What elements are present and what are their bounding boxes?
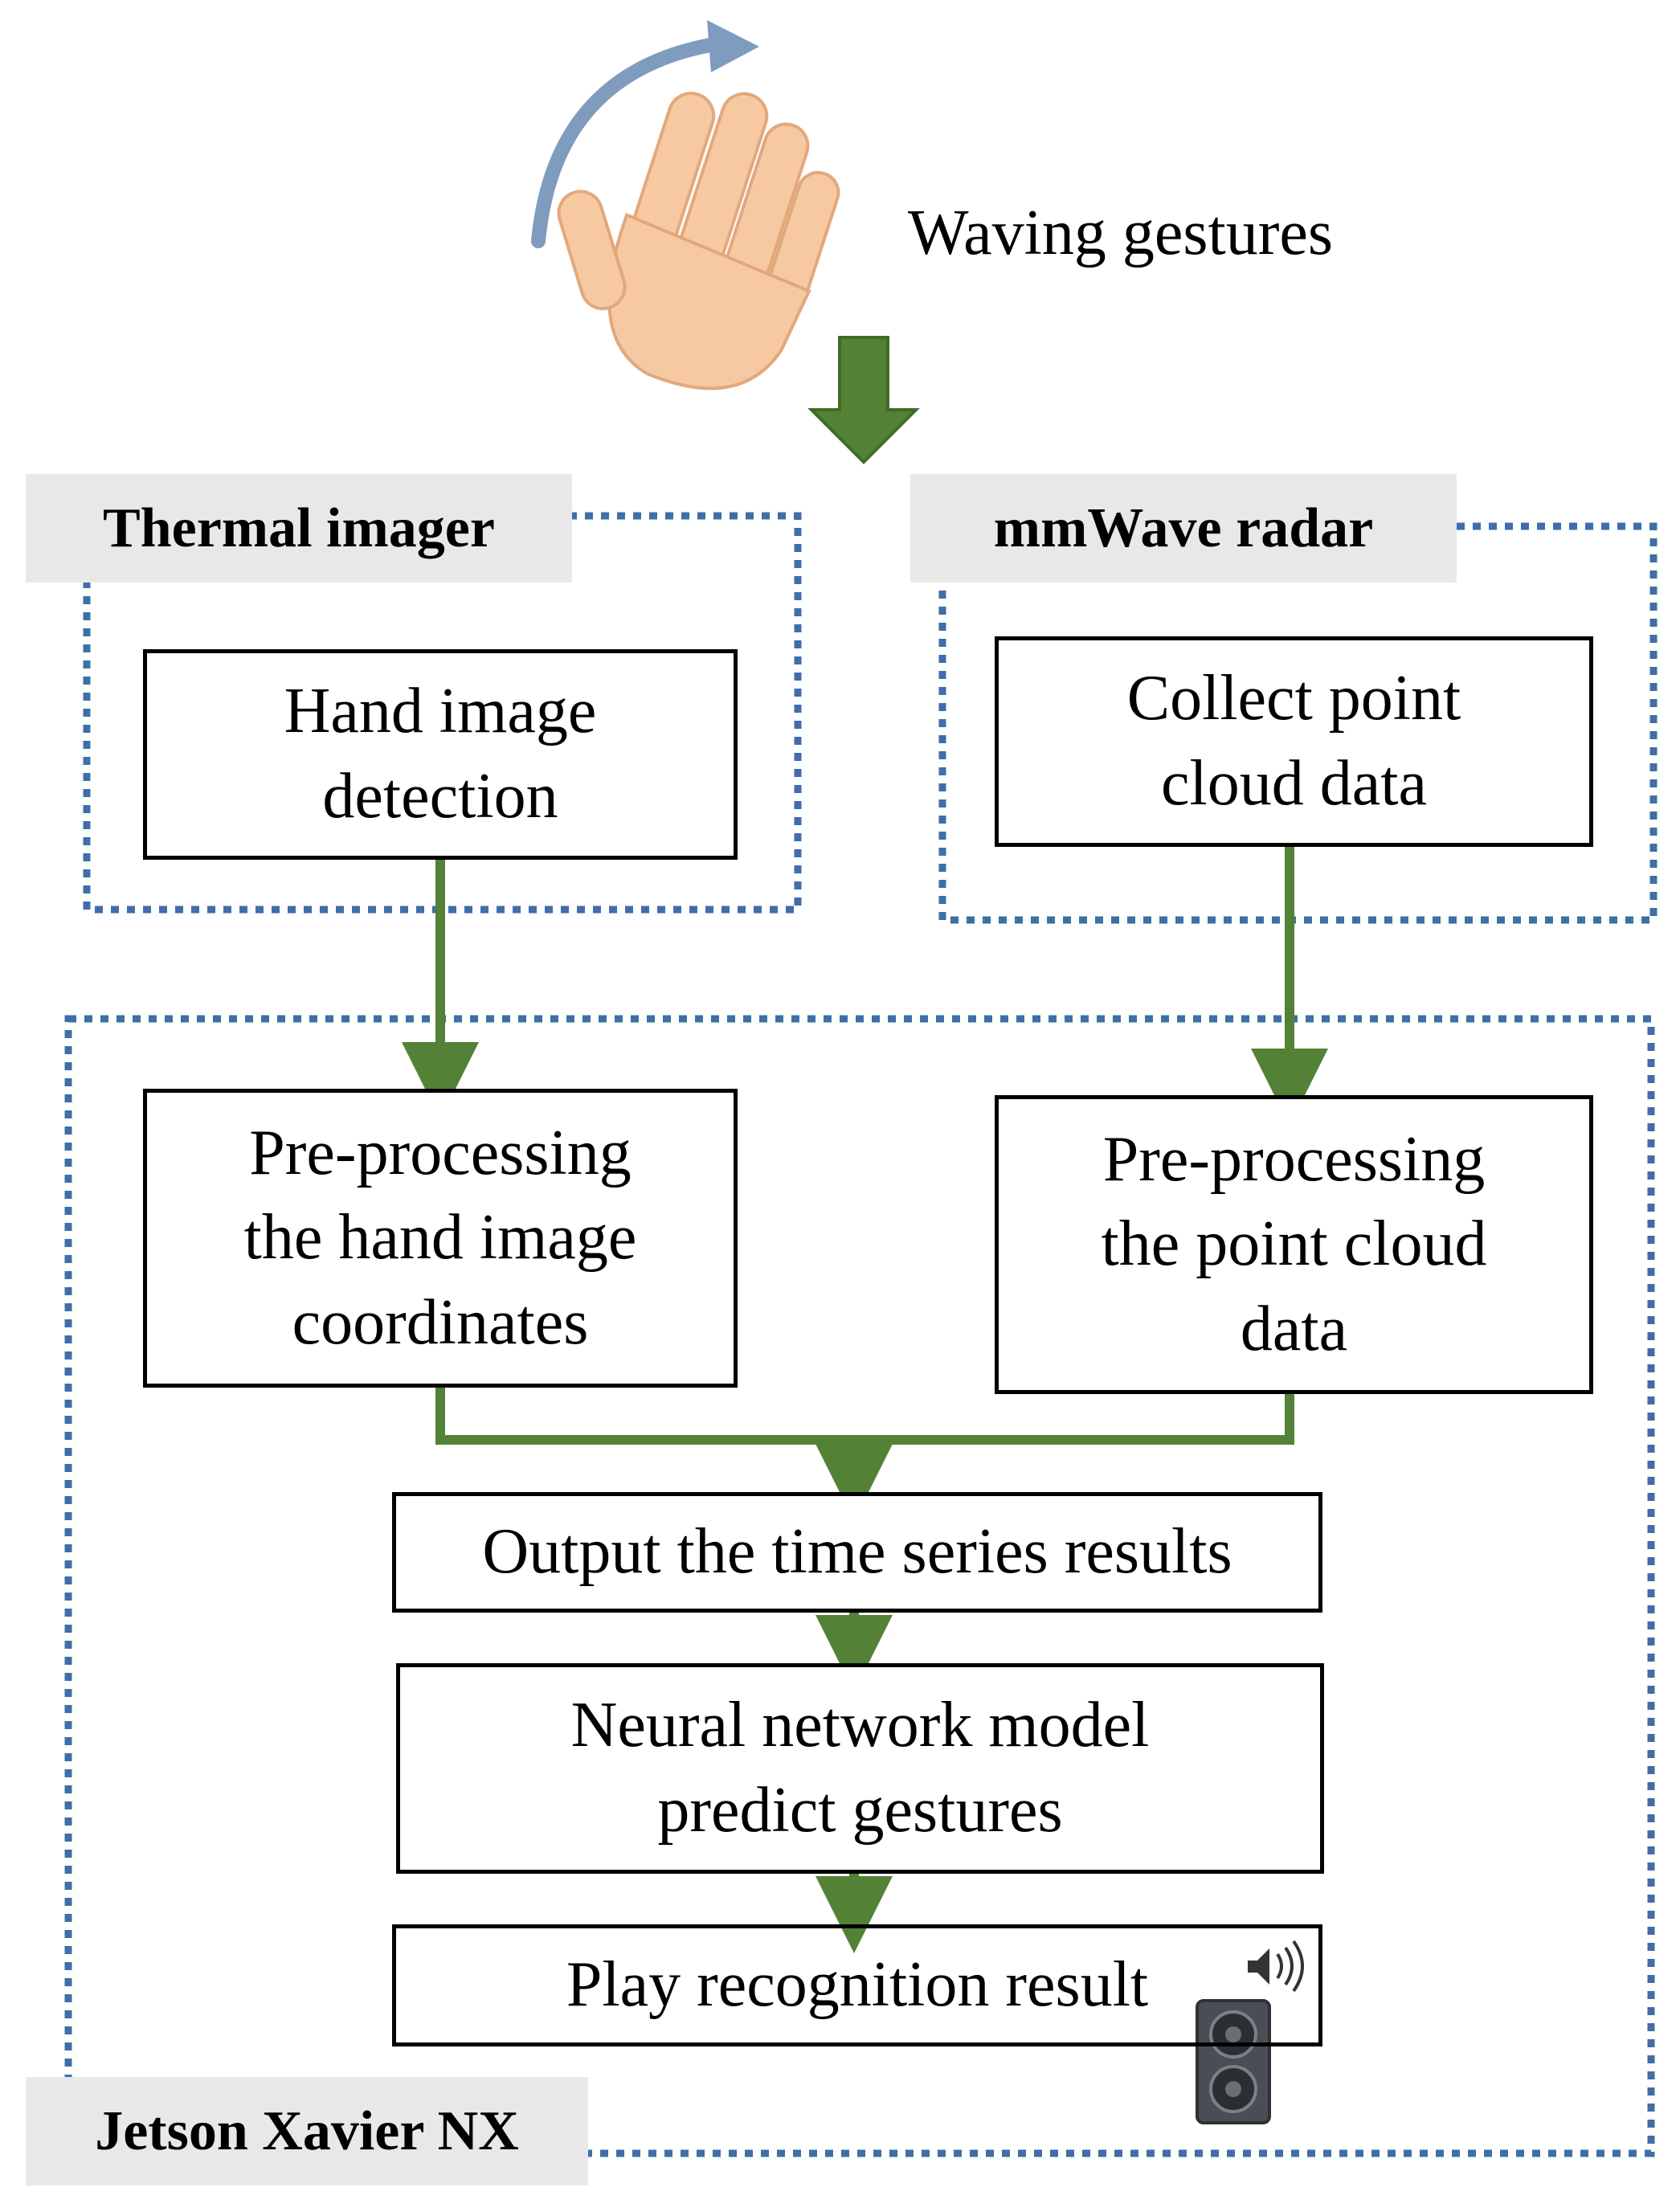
motion-arc-icon xyxy=(531,37,722,248)
neural-network-box: Neural network model predict gestures xyxy=(396,1663,1324,1874)
output-time-series-box: Output the time series results xyxy=(392,1492,1322,1613)
preprocess-hand-box: Pre-processing the hand image coordinate… xyxy=(143,1089,738,1388)
preprocess-hand-text: Pre-processing the hand image coordinate… xyxy=(243,1117,637,1358)
collect-point-cloud-box: Collect point cloud data xyxy=(995,636,1593,847)
play-recognition-box: Play recognition result xyxy=(392,1924,1322,2046)
jetson-group-border xyxy=(64,1015,1655,2157)
hand-image-detection-box: Hand image detection xyxy=(143,649,738,860)
connector-merge xyxy=(435,1386,1294,1445)
play-recognition-text: Play recognition result xyxy=(566,1949,1149,2021)
jetson-xavier-label: Jetson Xavier NX xyxy=(26,2077,588,2185)
preprocess-cloud-text: Pre-processing the point cloud data xyxy=(1101,1123,1487,1364)
diagram-title: Waving gestures xyxy=(908,198,1333,268)
neural-network-text: Neural network model predict gestures xyxy=(570,1690,1150,1846)
thermal-imager-label: Thermal imager xyxy=(26,474,572,583)
collect-point-cloud-text: Collect point cloud data xyxy=(1126,663,1461,819)
output-time-series-text: Output the time series results xyxy=(482,1516,1232,1588)
motion-arc-arrowhead-icon xyxy=(707,20,759,72)
big-down-arrow-icon xyxy=(807,336,920,464)
waving-hand-icon xyxy=(557,92,840,390)
sound-waves-icon xyxy=(1248,1940,1304,1993)
mmwave-radar-label: mmWave radar xyxy=(910,474,1457,583)
speaker-icon xyxy=(1196,1999,1271,2124)
preprocess-cloud-box: Pre-processing the point cloud data xyxy=(995,1095,1593,1394)
hand-image-detection-text: Hand image detection xyxy=(284,676,597,832)
